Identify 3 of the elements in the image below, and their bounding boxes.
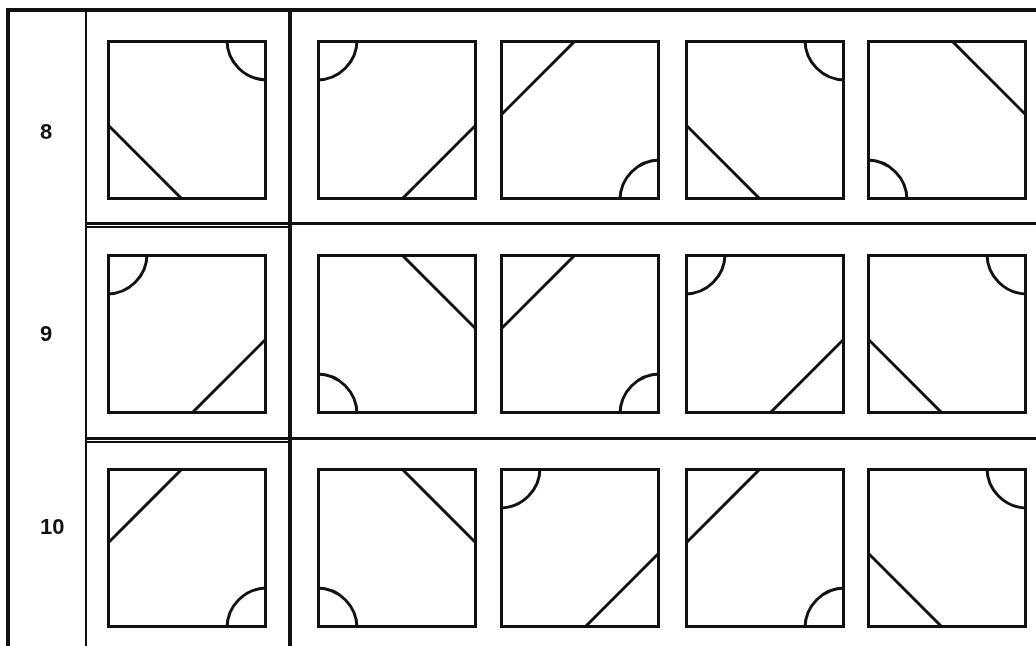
row-number: 8 bbox=[40, 120, 53, 144]
row-number: 10 bbox=[40, 515, 65, 539]
row-number: 9 bbox=[40, 322, 53, 346]
